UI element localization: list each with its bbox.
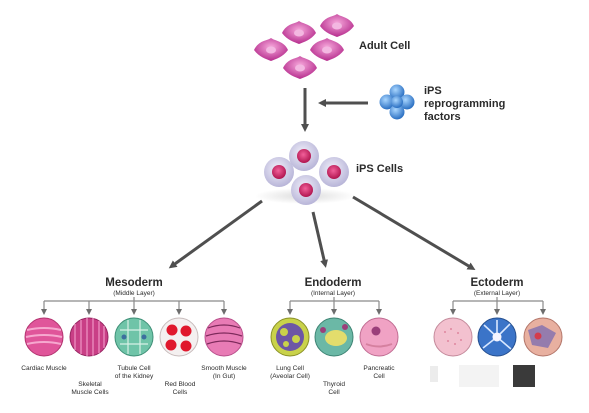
- ectoderm-title: Ectoderm: [470, 277, 524, 289]
- cell-smooth-muscle: [204, 317, 244, 357]
- label-pancreatic: Pancreatic Cell: [363, 365, 395, 380]
- label-thyroid: Thyroid Cell: [323, 381, 345, 396]
- label-red-blood: Red Blood Cells: [164, 381, 196, 396]
- ectoderm-subtitle: (External Layer): [473, 290, 521, 297]
- arrow-to-ectoderm: [352, 195, 476, 271]
- cell-pancreatic: [359, 317, 399, 357]
- arrow-to-endoderm: [311, 211, 328, 268]
- ips-cells-label: iPS Cells: [356, 163, 404, 175]
- obscured-area-1: [459, 365, 499, 387]
- label-cardiac-muscle: Cardiac Muscle: [21, 365, 67, 372]
- adult-cell-2: [282, 21, 316, 44]
- label-lung: Lung Cell (Aveolar Cell): [270, 365, 310, 380]
- obscured-area-3: [430, 366, 438, 382]
- cell-ectoderm-1: [433, 317, 473, 357]
- label-tubule-kidney: Tubule Cell of the Kidney: [114, 365, 154, 380]
- ips-cells-group: [255, 141, 355, 205]
- endoderm-bracket: [287, 297, 382, 315]
- label-smooth-muscle: Smooth Muscle (In Gut): [201, 365, 247, 380]
- obscured-area-2: [513, 365, 535, 387]
- mesoderm-subtitle: (Middle Layer): [113, 290, 155, 297]
- cell-tubule-kidney: [114, 317, 154, 357]
- ips-cell-1: [289, 141, 319, 171]
- cell-ectoderm-2: [477, 317, 517, 357]
- label-skeletal-muscle: Skeletal Muscle Cells: [71, 381, 109, 396]
- adult-cell-4: [310, 38, 344, 61]
- endoderm-subtitle: (Internal Layer): [310, 290, 356, 297]
- adult-cell-1: [320, 14, 354, 37]
- cell-ectoderm-3: [523, 317, 563, 357]
- arrow-to-mesoderm: [168, 199, 263, 269]
- ips-cell-3: [319, 157, 349, 187]
- ips-factors-label: iPS reprogramming factors: [424, 85, 506, 123]
- mesoderm-bracket: [41, 297, 227, 315]
- cell-red-blood: [159, 317, 199, 357]
- adult-cell-3: [254, 38, 288, 61]
- cell-lung: [270, 317, 310, 357]
- endoderm-title: Endoderm: [304, 277, 362, 289]
- adult-cell-label: Adult Cell: [359, 40, 411, 52]
- cell-skeletal-muscle: [69, 317, 109, 357]
- factors-icon: [379, 84, 415, 120]
- ips-cell-2: [264, 157, 294, 187]
- adult-cells-group: [254, 14, 354, 79]
- adult-cell-5: [283, 56, 317, 79]
- mesoderm-title: Mesoderm: [105, 277, 163, 289]
- ectoderm-bracket: [450, 297, 546, 315]
- cell-thyroid: [314, 317, 354, 357]
- ips-cell-4: [291, 175, 321, 205]
- cell-cardiac-muscle: [24, 317, 64, 357]
